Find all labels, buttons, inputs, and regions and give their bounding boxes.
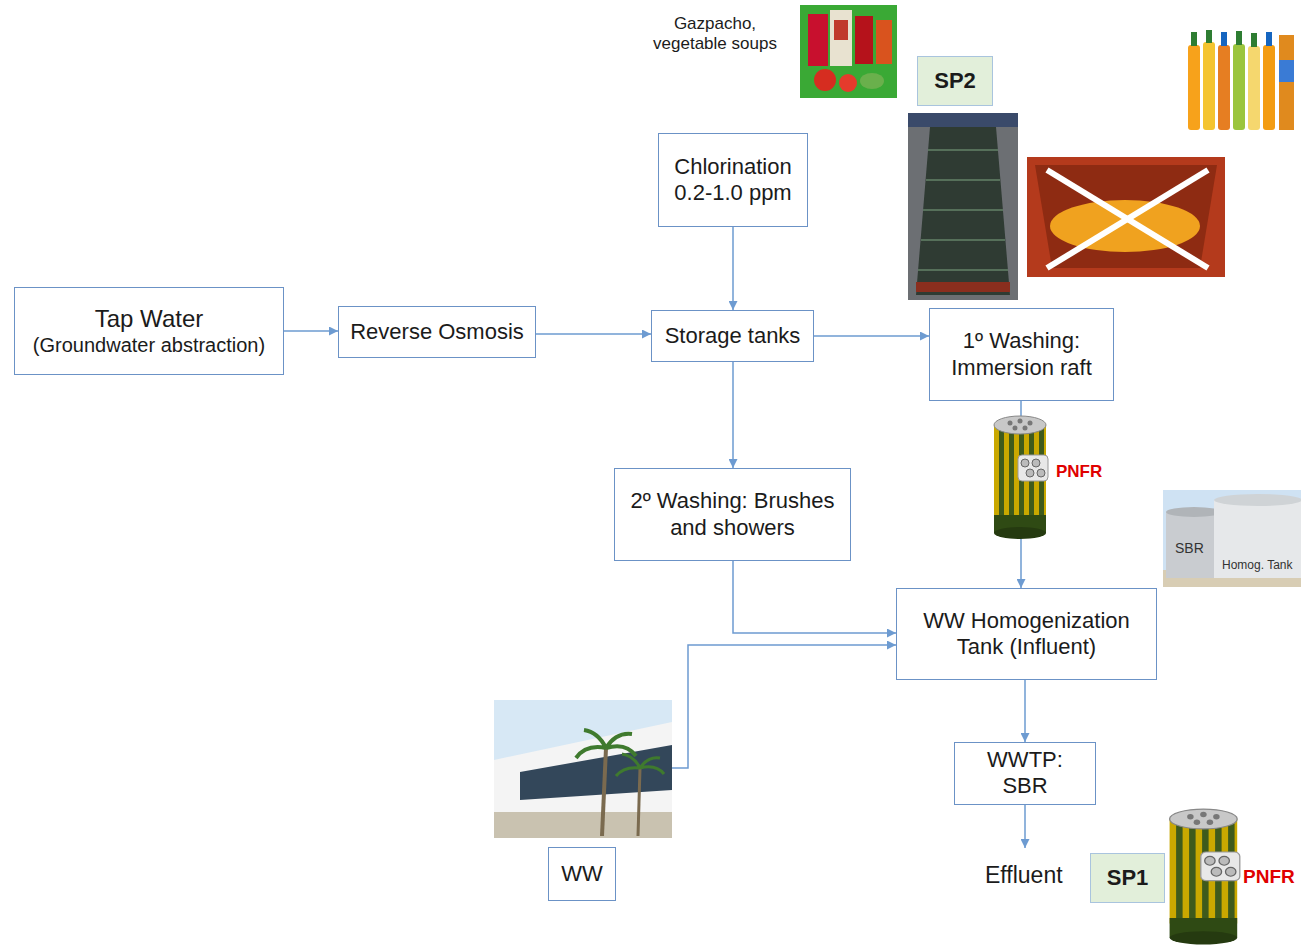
- factory-building-photo: [494, 700, 672, 838]
- flow-arrow: [1024, 680, 1026, 742]
- node-text: 2º Washing: Brushes and showers: [623, 488, 842, 541]
- node-text: Chlorination 0.2-1.0 ppm: [667, 154, 799, 207]
- conveyor-photo: [908, 113, 1018, 127]
- node-text: Reverse Osmosis: [347, 319, 527, 345]
- juice-bottles-photo: [1203, 42, 1215, 130]
- tanks-photo: [1163, 490, 1301, 587]
- gazpacho-products-photo: [800, 5, 897, 98]
- membrane-label: PNFR: [1056, 462, 1102, 482]
- label-box: WW: [548, 847, 616, 901]
- tanks-photo: [1214, 500, 1301, 578]
- process-box: 1º Washing: Immersion raft: [929, 308, 1114, 401]
- gazpacho-products-photo: [839, 74, 857, 92]
- node-text: SP2: [922, 68, 988, 94]
- node-text: SP1: [1095, 865, 1160, 891]
- node-text: WWTP: SBR: [963, 747, 1087, 800]
- crossed-oranges-photo: [1027, 157, 1225, 277]
- conveyor-photo: [908, 113, 1018, 300]
- crossed-oranges-photo: [1047, 170, 1208, 268]
- tanks-photo: [1166, 512, 1222, 578]
- conveyor-photo: [921, 239, 1005, 241]
- flow-arrow: [732, 362, 734, 468]
- factory-building-photo: [638, 768, 640, 836]
- flow-arrow: [672, 645, 896, 768]
- process-box: WWTP: SBR: [954, 742, 1096, 805]
- node-text: Tap Water: [23, 305, 275, 334]
- juice-bottles-photo: [1248, 46, 1260, 130]
- membrane-module-icon: [994, 416, 1048, 539]
- photo-text: SBR: [1175, 540, 1204, 557]
- crossed-oranges-photo: [1027, 157, 1225, 277]
- flow-arrow: [732, 227, 734, 310]
- node-text: WW Homogenization Tank (Influent): [905, 608, 1148, 661]
- node-text: Storage tanks: [660, 323, 805, 349]
- gazpacho-products-photo: [830, 10, 852, 66]
- juice-bottles-photo: [1188, 45, 1200, 130]
- effluent-label: Effluent: [985, 862, 1063, 890]
- juice-bottles-photo: [1279, 35, 1294, 130]
- conveyor-photo: [928, 149, 998, 151]
- gazpacho-products-photo: [860, 73, 884, 89]
- juice-bottles-photo: [1266, 32, 1272, 46]
- product-caption: Gazpacho, vegetable soups: [645, 14, 785, 55]
- factory-building-photo: [494, 812, 672, 838]
- factory-building-photo: [494, 700, 672, 838]
- crossed-oranges-photo: [1050, 200, 1200, 252]
- gazpacho-products-photo: [876, 20, 892, 64]
- conveyor-photo: [916, 127, 1010, 295]
- juice-bottles-photo: [1191, 32, 1197, 46]
- node-text: WW: [557, 861, 607, 887]
- flow-arrow: [814, 335, 929, 337]
- crossed-oranges-photo: [1047, 170, 1208, 268]
- sampling-point-box: SP2: [917, 56, 993, 106]
- source-node: WW: [494, 700, 672, 902]
- sampling-point-box: SP1: [1090, 853, 1165, 903]
- process-box: Storage tanks: [651, 310, 814, 362]
- juice-bottles-photo: [1188, 30, 1294, 130]
- node-text: (Groundwater abstraction): [23, 333, 275, 357]
- juice-bottles-photo: [1218, 45, 1230, 130]
- conveyor-photo: [923, 209, 1003, 211]
- juice-bottles-photo: [1221, 32, 1227, 46]
- crossed-oranges-photo: [1035, 165, 1217, 268]
- gazpacho-products-photo: [814, 69, 836, 91]
- process-box: 2º Washing: Brushes and showers: [614, 468, 851, 561]
- process-box: WW Homogenization Tank (Influent): [896, 588, 1157, 680]
- gazpacho-products-photo: [800, 5, 897, 98]
- membrane-label: PNFR: [1243, 866, 1295, 889]
- factory-building-photo: [494, 722, 672, 812]
- process-box: Reverse Osmosis: [338, 306, 536, 358]
- conveyor-photo: [916, 282, 1010, 292]
- gazpacho-products-photo: [855, 16, 873, 64]
- conveyor-photo: [926, 179, 1000, 181]
- juice-bottles-photo: [1206, 30, 1212, 43]
- gazpacho-products-photo: [834, 20, 848, 40]
- flow-arrow: [733, 561, 896, 633]
- process-box: Chlorination 0.2-1.0 ppm: [658, 133, 808, 227]
- juice-bottles-photo: [1263, 45, 1275, 130]
- flow-arrow: [536, 333, 651, 335]
- factory-building-photo: [616, 754, 664, 776]
- membrane-module-icon: [1170, 809, 1240, 944]
- tanks-photo: [1163, 490, 1301, 587]
- source-box: Tap Water(Groundwater abstraction): [14, 287, 284, 375]
- photo-text: Homog. Tank: [1222, 558, 1292, 572]
- gazpacho-products-photo: [808, 14, 828, 66]
- juice-bottles-photo: [1251, 33, 1257, 47]
- juice-bottles-photo: [1236, 31, 1242, 45]
- juice-bottles-photo: [1233, 44, 1245, 130]
- flow-arrow: [284, 330, 338, 332]
- juice-bottles-photo: [1279, 60, 1294, 82]
- factory-building-photo: [602, 748, 606, 836]
- factory-building-photo: [520, 745, 672, 800]
- conveyor-photo: [908, 113, 1018, 300]
- conveyor-photo: [918, 269, 1008, 271]
- tanks-photo: [1214, 494, 1301, 506]
- tanks-photo: [1166, 507, 1222, 517]
- node-text: 1º Washing: Immersion raft: [938, 328, 1105, 381]
